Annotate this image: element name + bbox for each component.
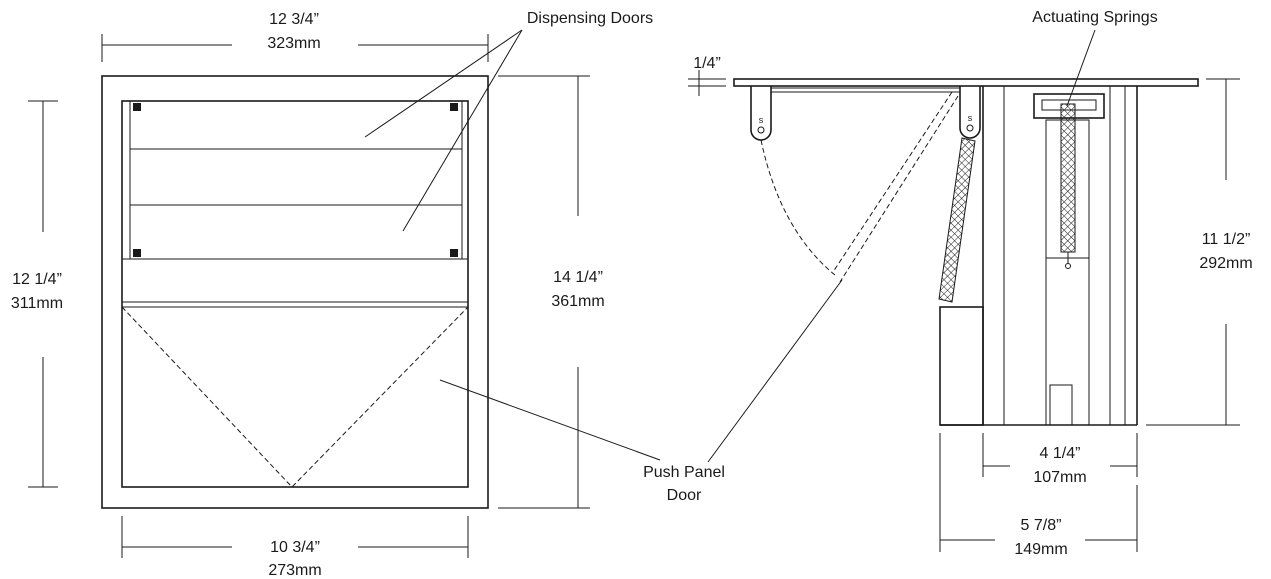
side-depth-inner-mm: 107mm [1033, 469, 1086, 486]
side-depth-inner-in: 4 1/4” [1040, 445, 1081, 462]
front-height-overall-mm: 361mm [551, 293, 604, 310]
actuating-spring-inclined [938, 137, 976, 303]
hinge-mark-right: s [968, 113, 973, 123]
lower-bracket [939, 306, 984, 426]
door-swing-arc [760, 139, 836, 276]
side-depth-overall-mm: 149mm [1014, 541, 1067, 558]
leader-push-panel-side [707, 279, 843, 463]
front-height-inner-mm: 311mm [11, 295, 63, 312]
callout-push-panel-line1: Push Panel [643, 464, 725, 481]
front-width-overall-in: 12 3/4” [269, 11, 319, 28]
side-flange [733, 78, 1199, 87]
callouts: Dispensing Doors Push Panel Door Actuati… [364, 9, 1158, 504]
door-compartment [129, 100, 463, 260]
leader-push-panel-front [439, 379, 661, 461]
front-height-inner-in: 12 1/4” [12, 271, 62, 288]
front-view: 12 3/4” 323mm 12 1/4” 311mm 14 1/4” 361m… [11, 11, 605, 579]
corner-block-tr [450, 103, 458, 111]
side-flange-thickness: 1/4” [693, 55, 721, 72]
hinge-mark-left: s [759, 115, 764, 125]
leader-dispensing-doors-2 [402, 29, 523, 232]
side-depth-overall-in: 5 7/8” [1021, 517, 1062, 534]
actuating-spring-vertical [1060, 103, 1076, 253]
outer-flange [101, 75, 489, 509]
front-width-inner-in: 10 3/4” [270, 539, 320, 556]
hinge-bracket-left [750, 86, 772, 141]
front-height-overall-in: 14 1/4” [553, 269, 603, 286]
side-height-mm: 292mm [1199, 255, 1252, 272]
callout-actuating-springs: Actuating Springs [1032, 9, 1157, 26]
front-width-overall-mm: 323mm [267, 35, 320, 52]
corner-block-br [450, 249, 458, 257]
hinge-bracket-right [959, 86, 981, 139]
push-panel-swing-path [121, 306, 469, 488]
bottom-slot [1049, 384, 1073, 426]
side-view: s s 1/4” 11 1/2” 292mm 4 1/4” 107mm [688, 55, 1253, 558]
front-width-inner-mm: 273mm [268, 562, 321, 579]
callout-push-panel-line2: Door [667, 487, 702, 504]
corner-block-bl [133, 249, 141, 257]
side-height-in: 11 1/2” [1202, 231, 1251, 248]
corner-block-tl [133, 103, 141, 111]
inner-frame [121, 100, 469, 488]
callout-dispensing-doors: Dispensing Doors [527, 10, 653, 27]
leader-dispensing-doors-1 [364, 29, 523, 138]
